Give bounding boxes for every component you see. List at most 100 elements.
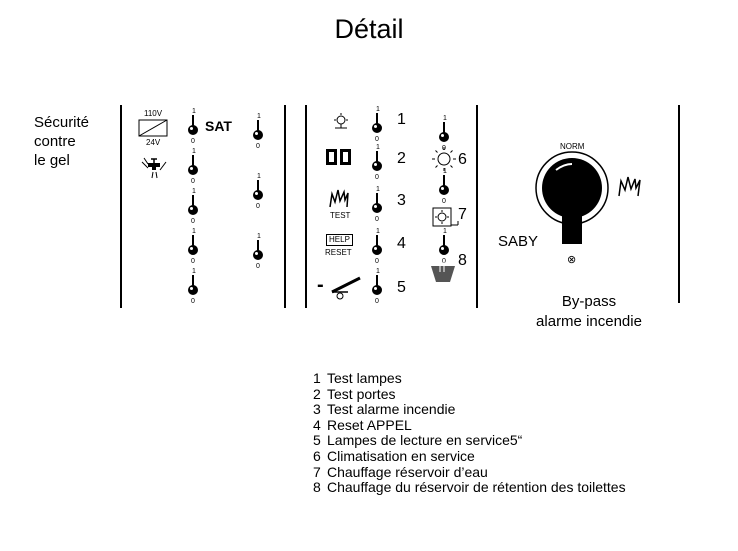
switch-number: 2 [397,150,406,167]
switch-mark-off: 0 [442,198,446,205]
switch-mark-on: 1 [192,148,196,155]
saby-label: SABY [498,233,539,250]
legend-text: Chauffage du réservoir de rétention des … [327,479,626,496]
fire-icon [329,189,349,208]
switch-mark-on: 1 [257,233,261,240]
bypass-key-switch[interactable] [532,150,612,250]
voltage-110-label: 110V [144,109,163,118]
toilet-tank-icon [431,262,455,282]
legend-number: 6 [313,447,321,464]
reset-label: RESET [325,248,352,257]
sat-label: SAT [205,118,232,134]
legend-item: 5 Lampes de lecture en service5“ [313,433,626,449]
legend-item: 1 Test lampes [313,370,626,387]
switch-mark-off: 0 [256,263,260,270]
switch-mark-off: 0 [375,136,379,143]
transformer-icon [138,119,168,137]
legend-text: Chauffage réservoir d’eau [327,463,488,480]
switch-mark-off: 0 [191,138,195,145]
legend-list: 1 Test lampes 2 Test portes 3 Test alarme i… [313,370,626,496]
legend-number: 1 [313,370,321,386]
switch-mark-on: 1 [257,173,261,180]
legend-text: Test portes [327,385,396,402]
bypass-caption-line: alarme incendie [536,313,642,330]
help-label: HELP [326,234,353,246]
frost-line: contre [34,133,76,150]
voltage-24-label: 24V [146,138,161,147]
switch-mark-on: 1 [376,144,380,151]
switch-mark-off: 0 [191,218,195,225]
switch-number: 4 [397,235,406,252]
legend-number: 3 [313,401,321,418]
switch-number: 7 [458,206,467,223]
switch-mark-on: 1 [443,168,447,175]
legend-text: Test alarme incendie [327,401,456,418]
switch-mark-off: 0 [375,216,379,223]
sun-icon [432,147,456,171]
panel-divider [305,105,307,308]
switch-mark-off: 0 [442,258,446,265]
water-tap-icon [141,157,167,179]
lock-symbol-icon: ⊗ [567,254,577,266]
legend-number: 4 [313,416,321,433]
legend-number: 5 [313,432,321,449]
switch-mark-on: 1 [376,106,380,113]
legend-item: 4 Reset APPEL [313,416,626,434]
dash-label: - [317,274,324,296]
reading-lamp-icon [331,276,361,300]
switch-number: 3 [397,192,406,209]
switch-mark-off: 0 [375,174,379,181]
legend-item: 3 Test alarme incendie [313,401,626,418]
legend-text: Lampes de lecture en service5“ [327,432,523,449]
legend-text: Test lampes [327,370,402,386]
switch-mark-on: 1 [192,188,196,195]
switch-mark-on: 1 [257,113,261,120]
switch-mark-on: 1 [192,108,196,115]
page-title: Détail [334,14,404,44]
legend-text: Reset APPEL [327,416,412,433]
legend-number: 2 [313,385,321,402]
switch-number: 8 [458,252,467,269]
panel-divider [120,105,122,308]
switch-number: 6 [458,151,467,168]
lamp-icon [334,113,348,129]
switch-mark-on: 1 [192,268,196,275]
frost-line: Sécurité [34,114,90,131]
panel-divider [284,105,286,308]
test-label: TEST [330,211,351,220]
water-heater-icon [432,207,459,227]
switch-mark-off: 0 [191,178,195,185]
switch-number: 1 [397,111,406,128]
frost-line: le gel [34,152,70,169]
frost-protection-label: Sécurité contre le gel [34,113,89,170]
switch-mark-off: 0 [256,143,260,150]
norm-label: NORM [560,142,585,151]
switch-mark-on: 1 [192,228,196,235]
panel-divider [476,105,478,308]
switch-mark-off: 0 [375,258,379,265]
switch-mark-on: 1 [443,115,447,122]
doors-icon [326,149,351,165]
switch-mark-on: 1 [376,228,380,235]
fire-icon [618,176,641,197]
bypass-caption: By-pass alarme incendie [520,292,658,332]
panel-divider [678,105,680,303]
